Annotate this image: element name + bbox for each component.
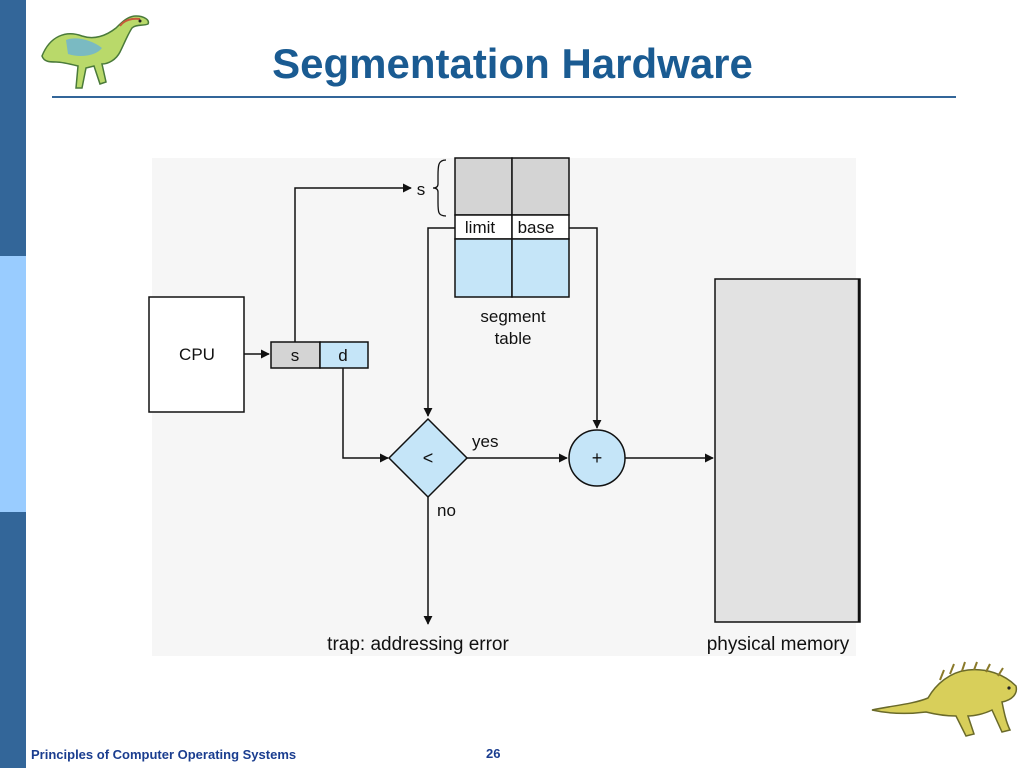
address-d-cell: [319, 341, 369, 369]
compare-symbol: <: [423, 448, 434, 468]
trap-label: trap: addressing error: [327, 634, 509, 655]
physical-memory-label: physical memory: [707, 634, 850, 655]
segment-table-top-left: [454, 157, 513, 216]
add-symbol: +: [592, 448, 603, 468]
limit-label: limit: [465, 218, 495, 237]
segment-table-base-cell: [511, 214, 570, 240]
footer-page-number: 26: [486, 746, 501, 761]
base-to-adder-arrow: [569, 227, 602, 429]
segment-index-label: s: [417, 180, 426, 199]
sidebar-band: [0, 0, 26, 768]
footer-course-title: Principles of Computer Operating Systems: [31, 747, 297, 762]
no-label: no: [437, 501, 456, 520]
segment-table-caption-line2: table: [495, 329, 532, 348]
segment-table-bottom-left: [454, 238, 513, 298]
d-to-compare-arrow: [342, 368, 389, 463]
segment-table-bottom-right: [511, 238, 570, 298]
dinosaur-icon-top: [41, 15, 150, 89]
base-label: base: [518, 218, 555, 237]
address-s-label: s: [291, 346, 300, 365]
yes-label: yes: [472, 432, 498, 451]
segment-table-caption-line1: segment: [480, 307, 545, 326]
sidebar-middle-segment: [0, 256, 26, 512]
address-d-label: d: [338, 346, 347, 365]
physical-memory-box: [714, 278, 861, 623]
sidebar-bottom-segment: [0, 512, 26, 768]
s-to-table-arrow: [294, 183, 412, 342]
sidebar-top-segment: [0, 0, 26, 256]
limit-to-compare-arrow: [423, 227, 455, 417]
slide-title: Segmentation Hardware: [272, 40, 753, 87]
segment-table-top-right: [511, 157, 570, 216]
address-s-cell: [270, 341, 321, 369]
dinosaur-icon-bottom: [871, 661, 1018, 737]
segment-table-limit-cell: [454, 214, 513, 240]
cpu-label: CPU: [179, 345, 215, 364]
title-underline: [52, 96, 956, 98]
segment-brace: [432, 159, 447, 217]
